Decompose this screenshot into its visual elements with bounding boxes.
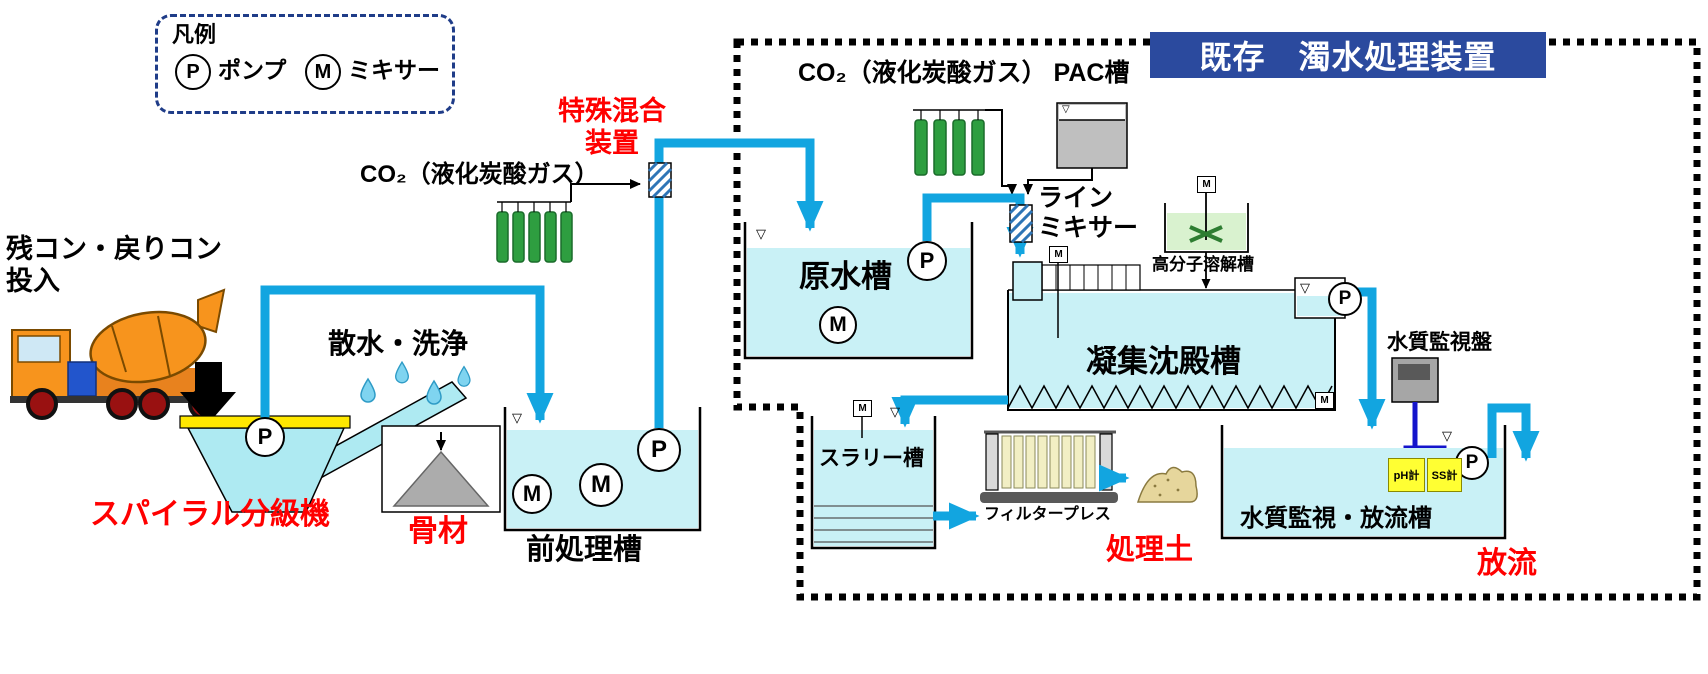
flocculator-motor-symbol: M (1049, 246, 1068, 263)
monitor-panel-label: 水質監視盤 (1387, 331, 1492, 354)
co2-pac-label: CO₂（液化炭酸ガス） PAC槽 (798, 59, 1130, 87)
existing-plant-boundary (733, 38, 1701, 601)
pipe-pretreatment-to-rawtank (654, 138, 824, 428)
water-level-pac: ▽ (1062, 104, 1070, 115)
legend-title: 凡例 (172, 22, 217, 47)
co2-cylinders-left-icon (496, 179, 641, 263)
line-mixer-device-icon (1008, 203, 1034, 244)
legend-mixer-symbol: M (305, 54, 341, 90)
coagulation-tank-label: 凝集沈殿槽 (1086, 344, 1241, 379)
water-level-slurry: ▽ (890, 404, 900, 419)
monitor-panel-shape (1391, 357, 1447, 458)
treated-soil-pile-icon (1136, 466, 1198, 503)
spiral-classifier-shape (179, 381, 468, 513)
line-mixer-label: ライン ミキサー (1038, 184, 1139, 242)
filter-press-label: フィルタープレス (984, 506, 1111, 523)
pac-tank-shape (1023, 102, 1128, 195)
raw-tank-pump-symbol: P (907, 241, 947, 281)
spray-wash-label: 散水・洗浄 (328, 328, 469, 359)
legend-pump-symbol: P (175, 54, 211, 90)
co2-cylinders-right-icon (913, 109, 1017, 195)
legend-pump-label: ポンプ (218, 57, 287, 83)
pipe-rawtank-to-coagulation (922, 193, 1034, 258)
ph-meter: pH計 (1388, 458, 1425, 492)
raw-water-tank-label: 原水槽 (799, 259, 892, 294)
polymer-tank-motor-symbol: M (1197, 176, 1216, 193)
spiral-classifier-label: スパイラル分級機 (90, 498, 330, 531)
ss-meter: SS計 (1427, 458, 1462, 492)
pipe-discharge-outfall (1487, 403, 1540, 462)
truck-dump-arrow-icon (180, 362, 236, 424)
pretreatment-pump-symbol: P (637, 428, 681, 472)
special-mixing-device-icon (647, 161, 673, 199)
treated-soil-label: 処理土 (1106, 534, 1194, 566)
pretreatment-mixer2-symbol: M (579, 463, 623, 507)
pretreatment-tank-label: 前処理槽 (526, 534, 643, 566)
slurry-tank-label: スラリー槽 (819, 447, 924, 470)
truck-input-label: 残コン・戻りコン 投入 (6, 234, 222, 296)
coagulation-pump-symbol: P (1328, 282, 1362, 316)
aggregate-label: 骨材 (408, 515, 468, 548)
water-level-discharge: ▽ (1442, 428, 1452, 443)
monitor-discharge-tank-shape (1220, 425, 1507, 540)
special-mixing-device-label: 特殊混合 装置 (558, 96, 666, 158)
mixer-truck-icon (10, 288, 226, 420)
pipe-classifier-to-pretreatment (260, 285, 554, 424)
water-level-raw-tank: ▽ (756, 226, 766, 241)
co2-left-label: CO₂（液化炭酸ガス） (360, 161, 599, 188)
raw-tank-mixer-symbol: M (819, 306, 857, 344)
pretreatment-mixer1-symbol: M (512, 474, 552, 514)
water-level-pretreatment: ▽ (512, 410, 522, 425)
slurry-tank-shape (810, 416, 937, 550)
discharge-label: 放流 (1477, 547, 1537, 580)
legend-mixer-label: ミキサー (348, 57, 440, 83)
monitor-discharge-tank-label: 水質監視・放流槽 (1240, 505, 1432, 532)
spray-droplets-icon (360, 360, 471, 405)
polymer-tank-label: 高分子溶解槽 (1152, 255, 1254, 274)
aggregate-box-shape (381, 425, 501, 513)
filter-press-shape (980, 430, 1118, 503)
existing-plant-title: 既存 濁水処理装置 (1150, 32, 1546, 78)
polymer-tank-shape (1164, 192, 1249, 289)
coagulation-tank-shape (1007, 261, 1346, 411)
process-pipes (260, 138, 1540, 530)
slurry-tank-motor-symbol: M (853, 400, 872, 417)
pipe-coagulation-to-slurry (891, 395, 1008, 428)
scraper-motor-symbol: M (1315, 392, 1334, 409)
classifier-pump-symbol: P (245, 417, 285, 457)
water-level-coagulation: ▽ (1300, 280, 1310, 295)
